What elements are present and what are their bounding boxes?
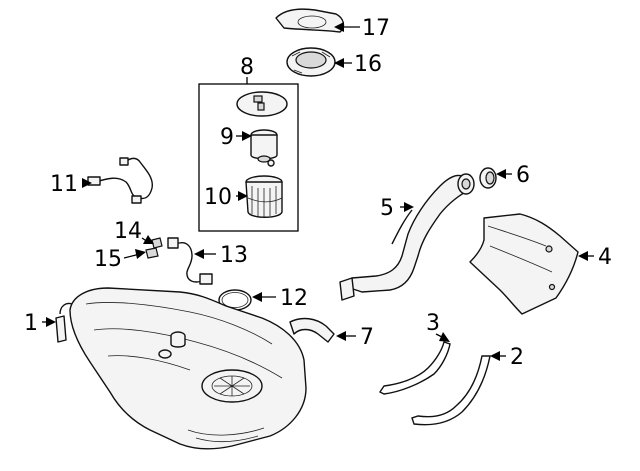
- part-2-strap: [411, 355, 491, 426]
- callout-11: 11: [50, 172, 78, 197]
- callout-12: 12: [280, 286, 308, 311]
- callout-14: 14: [114, 219, 142, 244]
- part-1-fuel-tank: [55, 287, 307, 450]
- callout-8: 8: [240, 55, 254, 80]
- callout-1: 1: [24, 311, 38, 336]
- callout-16: 16: [354, 52, 382, 77]
- part-15-clip: [145, 247, 159, 259]
- part-9-fuel-pump: [250, 129, 278, 167]
- part-7-hose: [289, 317, 335, 343]
- part-6-cap: [479, 167, 497, 189]
- part-13-harness: [167, 237, 213, 285]
- part-4-shield: [469, 213, 579, 315]
- callout-15: 15: [94, 247, 122, 272]
- callout-2: 2: [510, 345, 524, 370]
- pump-assembly-box: [198, 77, 299, 232]
- callout-5: 5: [380, 196, 394, 221]
- part-3-strap: [378, 341, 451, 395]
- part-14-clip: [151, 237, 163, 249]
- callout-10: 10: [204, 185, 232, 210]
- callout-13: 13: [220, 243, 248, 268]
- part-11-harness: [87, 157, 154, 204]
- callout-3: 3: [426, 311, 440, 336]
- callout-7: 7: [360, 325, 374, 350]
- callout-6: 6: [516, 163, 530, 188]
- part-17-cover: [275, 8, 345, 33]
- part-16-lock-ring: [286, 47, 336, 77]
- part-10-reservoir: [245, 175, 283, 218]
- callout-labels: 17 16 8 9 10 11 14 15 13 12 1 7 5 6 4 3 …: [24, 16, 612, 370]
- callout-4: 4: [598, 245, 612, 270]
- callout-9: 9: [220, 125, 234, 150]
- callout-17: 17: [362, 16, 390, 41]
- part-5-filler-pipe: [339, 173, 475, 301]
- leader-lines: [42, 22, 594, 361]
